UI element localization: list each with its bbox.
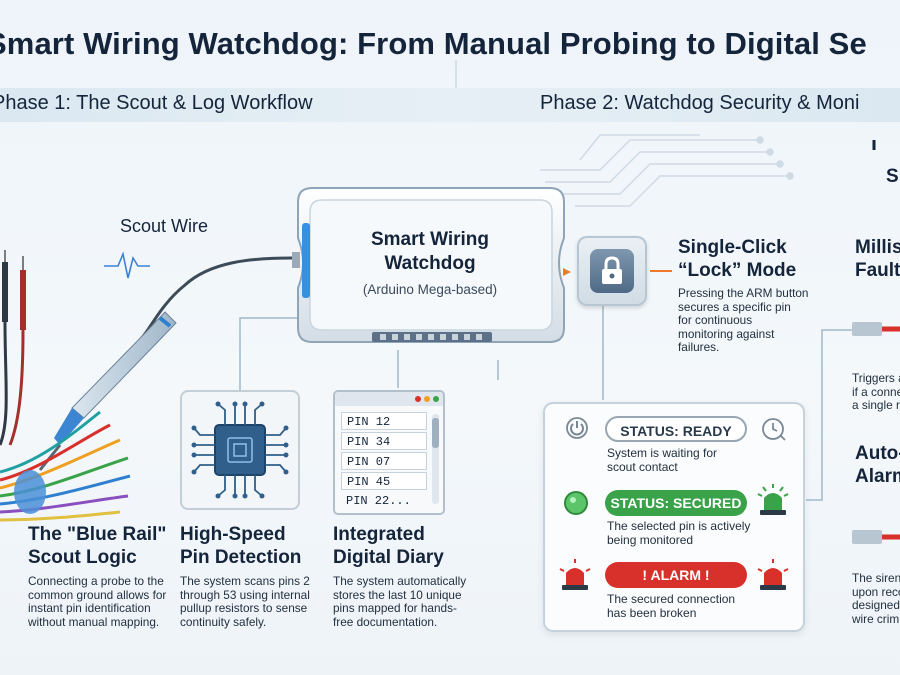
pulse-icon bbox=[104, 251, 150, 279]
status-desc-line: The selected pin is actively bbox=[607, 519, 751, 533]
right-text-line: if a conne bbox=[852, 384, 900, 399]
phase-band bbox=[0, 88, 900, 122]
red-siren-icon bbox=[559, 559, 591, 590]
right-wire-2 bbox=[852, 530, 900, 544]
feature-desc-line: Connecting a probe to the bbox=[28, 574, 164, 588]
lock-mode-desc-line: for continuous bbox=[678, 313, 753, 327]
status-badge-secured: STATUS: SECURED bbox=[605, 490, 747, 516]
feature-title-line2: Pin Detection bbox=[180, 547, 302, 568]
right-heading1-line2: Fault bbox=[855, 260, 900, 281]
lock-mode-desc-line: secures a specific pin bbox=[678, 299, 791, 314]
feature-title-line2: Scout Logic bbox=[28, 547, 137, 568]
feature-desc: The system scans pins 2 through 53 using… bbox=[180, 574, 325, 629]
scrollbar-thumb[interactable] bbox=[432, 418, 439, 448]
blue-rail-sleeve bbox=[14, 470, 46, 514]
status-desc-line: has been broken bbox=[607, 605, 697, 620]
feature-desc-line: instant pin identification bbox=[28, 601, 151, 615]
status-alarm-desc: The secured connection has been broken bbox=[607, 592, 767, 620]
scrollbar-track[interactable] bbox=[432, 414, 439, 504]
right-heading2-line1: Auto- bbox=[855, 443, 900, 464]
feature-title-line1: High-Speed bbox=[180, 524, 286, 545]
digital-diary-window: PIN 12 PIN 34 PIN 07 PIN 45 PIN 22... bbox=[333, 390, 445, 515]
multimeter-probes bbox=[0, 250, 26, 446]
red-siren-icon bbox=[757, 559, 789, 590]
feature-desc-line: pullup resistors to sense bbox=[180, 601, 308, 615]
status-ready-desc: System is waiting for scout contact bbox=[607, 446, 767, 474]
list-item: PIN 45 bbox=[341, 472, 427, 490]
green-beacon-icon bbox=[757, 484, 789, 515]
feature-desc-line: The system automatically bbox=[333, 574, 467, 588]
scout-wire-cable bbox=[138, 256, 293, 342]
lock-mode-desc-line: failures. bbox=[678, 340, 720, 354]
list-item: PIN 12 bbox=[341, 412, 427, 430]
arrow-icon bbox=[563, 268, 571, 276]
right-text-line: wire crim bbox=[852, 611, 900, 626]
feature-desc: The system automatically stores the last… bbox=[333, 574, 478, 629]
device-subtitle: (Arduino Mega-based) bbox=[362, 282, 498, 297]
list-item: PIN 34 bbox=[341, 432, 427, 450]
feature-title-line1: Integrated bbox=[333, 524, 425, 545]
window-dot-icon bbox=[424, 396, 430, 402]
feature-title-line2: Digital Diary bbox=[333, 547, 444, 568]
chip-icon bbox=[180, 390, 300, 510]
lock-mode-title-line2: “Lock” Mode bbox=[678, 260, 797, 281]
right-text1: Triggers a if a conne a single r bbox=[852, 371, 900, 413]
feature-desc-line: pins mapped for hands- bbox=[333, 601, 457, 615]
right-text2: The siren upon reco designed wire crim bbox=[852, 571, 900, 626]
feature-desc-line: continuity safely. bbox=[180, 614, 267, 629]
feature-desc-line: common ground allows for bbox=[28, 587, 167, 602]
window-dot-icon bbox=[415, 396, 421, 402]
arm-lock-button[interactable] bbox=[577, 236, 647, 306]
right-heading2-line2: Alarm bbox=[855, 466, 900, 487]
status-desc-line: System is waiting for bbox=[607, 446, 718, 460]
right-heading1-line1: Millis bbox=[855, 237, 900, 258]
status-desc-line: The secured connection bbox=[607, 592, 736, 606]
device-label: Smart Wiring Watchdog (Arduino Mega-base… bbox=[330, 228, 530, 297]
lock-icon bbox=[590, 249, 634, 293]
feature-desc-line: free documentation. bbox=[333, 614, 438, 629]
phase2-heading: Phase 2: Watchdog Security & Moni bbox=[540, 92, 860, 114]
status-badge-ready: STATUS: READY bbox=[605, 416, 747, 442]
list-item: PIN 22... bbox=[346, 494, 411, 508]
status-desc-line: being monitored bbox=[607, 532, 694, 547]
phase1-heading: Phase 1: The Scout & Log Workflow bbox=[0, 92, 313, 114]
feature-desc: Connecting a probe to the common ground … bbox=[28, 574, 178, 629]
list-item: PIN 07 bbox=[341, 452, 427, 470]
right-wire-1 bbox=[852, 322, 900, 336]
right-text-line: a single r bbox=[852, 398, 900, 412]
wire-bundle bbox=[0, 410, 131, 522]
right-partial-top: S bbox=[886, 166, 899, 187]
feature-desc-line: stores the last 10 unique bbox=[333, 587, 462, 602]
feature-title-line1: The "Blue Rail" bbox=[28, 524, 167, 545]
lock-mode-desc-line: Pressing the ARM button bbox=[678, 286, 809, 300]
feature-desc-line: through 53 using internal bbox=[180, 587, 310, 602]
lock-mode-title-line1: Single-Click bbox=[678, 237, 787, 258]
watchdog-device bbox=[292, 187, 565, 343]
right-text-line: Triggers a bbox=[852, 371, 900, 385]
lock-mode-desc-line: monitoring against bbox=[678, 326, 775, 341]
status-secured-desc: The selected pin is actively being monit… bbox=[607, 519, 767, 547]
right-text-line: upon reco bbox=[852, 584, 900, 599]
connector-lines bbox=[239, 306, 852, 501]
status-desc-line: scout contact bbox=[607, 459, 678, 474]
scout-wire-label: Scout Wire bbox=[120, 216, 209, 236]
window-dot-icon bbox=[433, 396, 439, 402]
page-title: Smart Wiring Watchdog: From Manual Probi… bbox=[0, 26, 867, 61]
device-title-line1: Smart Wiring bbox=[370, 229, 490, 250]
clock-icon bbox=[762, 418, 786, 441]
status-badge-alarm: ! ALARM ! bbox=[605, 562, 747, 588]
device-title-line2: Watchdog bbox=[384, 253, 476, 274]
feature-desc-line: without manual mapping. bbox=[28, 614, 160, 629]
right-text-line: designed bbox=[852, 598, 900, 612]
right-text-line: The siren bbox=[852, 571, 900, 585]
scout-probe bbox=[38, 311, 177, 471]
window-titlebar bbox=[335, 392, 443, 406]
green-led-icon bbox=[564, 491, 588, 515]
feature-desc-line: The system scans pins 2 bbox=[180, 574, 310, 588]
lock-mode-desc: Pressing the ARM button secures a specif… bbox=[678, 286, 818, 355]
status-panel: STATUS: READY System is waiting for scou… bbox=[543, 402, 805, 632]
power-icon bbox=[566, 417, 588, 439]
